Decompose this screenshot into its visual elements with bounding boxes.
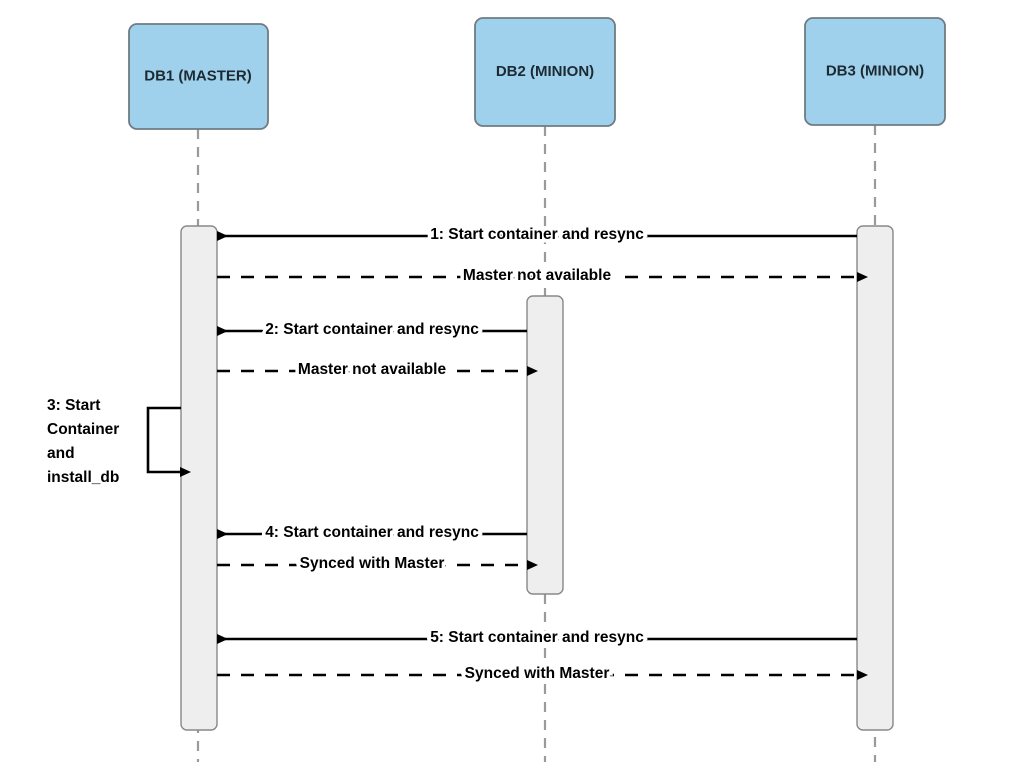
participant-label-db2: DB2 (MINION) <box>496 63 594 80</box>
participant-label-db3: DB3 (MINION) <box>826 62 924 79</box>
participant-label-db1: DB1 (MASTER) <box>144 67 252 84</box>
message-label-5: 5: Start container and resync <box>430 629 644 646</box>
activation-bar-db1[interactable] <box>180 225 218 731</box>
activations-group <box>180 225 894 731</box>
activation-bar-db3[interactable] <box>856 225 894 731</box>
message-label-1r: Master not available <box>463 267 612 284</box>
message-label-5r: Synced with Master <box>465 665 610 682</box>
self-message-label-line-3: install_db <box>47 469 119 486</box>
message-label-2: 2: Start container and resync <box>265 321 479 338</box>
message-label-4: 4: Start container and resync <box>265 524 479 541</box>
participants-group: DB1 (MASTER) DB2 (MINION) DB3 (MINION) <box>128 17 946 130</box>
participant-box-db3[interactable] <box>804 17 946 126</box>
self-message-loop[interactable] <box>146 406 191 477</box>
self-message-label-line-0: 3: Start <box>47 397 100 414</box>
activation-bar-db2[interactable] <box>526 295 564 595</box>
self-message-label-line-2: and <box>47 445 75 462</box>
message-label-1: 1: Start container and resync <box>430 226 644 243</box>
message-label-4r: Synced with Master <box>300 555 445 572</box>
message-label-2r: Master not available <box>298 361 447 378</box>
self-message-label-line-1: Container <box>47 421 119 438</box>
participant-box-db2[interactable] <box>474 17 616 127</box>
participant-box-db1[interactable] <box>128 23 269 130</box>
